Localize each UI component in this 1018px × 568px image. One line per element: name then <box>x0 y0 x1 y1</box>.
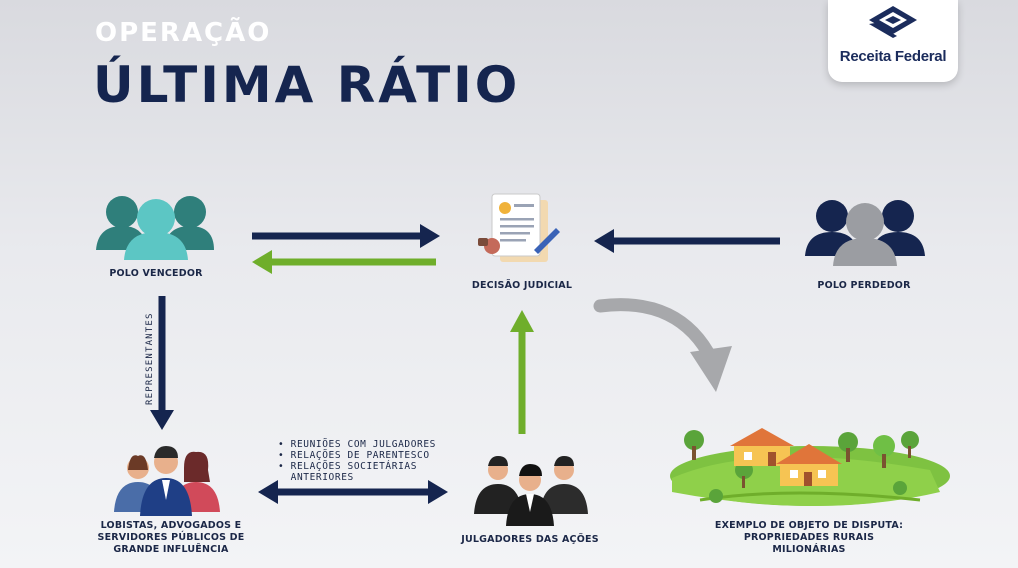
arrow-vencedor-to-decisao <box>252 224 440 248</box>
lobistas-label-line: GRANDE INFLUÊNCIA <box>113 544 229 555</box>
polo-perdedor-people-icon <box>805 200 925 266</box>
arrow-decisao-to-vencedor <box>252 250 436 274</box>
lobistas-label: LOBISTAS, ADVOGADOS E SERVIDORES PÚBLICO… <box>88 520 254 556</box>
relations-list-item: ANTERIORES <box>278 472 354 483</box>
julgadores-label: JULGADORES DAS AÇÕES <box>461 534 599 545</box>
polo-vencedor-people-icon <box>96 196 214 260</box>
exemplo-label-line: EXEMPLO DE OBJETO DE DISPUTA: <box>714 520 904 531</box>
rural-property-landscape-icon <box>670 428 950 506</box>
relations-list: • REUNIÕES COM JULGADORES • RELAÇÕES DE … <box>278 439 436 483</box>
receita-federal-emblem-icon <box>869 6 917 38</box>
relations-list-item: • RELAÇÕES SOCIETÁRIAS <box>278 461 418 472</box>
polo-vencedor-label: POLO VENCEDOR <box>109 268 203 279</box>
lobistas-label-line: LOBISTAS, ADVOGADOS E <box>100 520 242 531</box>
operation-title: ÚLTIMA RÁTIO <box>93 56 521 114</box>
logo-text: Receita Federal <box>839 48 947 65</box>
exemplo-label-line: MILIONÁRIAS <box>772 544 846 555</box>
lobistas-group-icon <box>114 446 220 516</box>
arrow-lobistas-julgadores <box>258 480 448 504</box>
representantes-label: REPRESENTANTES <box>145 312 155 405</box>
arrow-decisao-to-exemplo <box>593 298 732 392</box>
exemplo-label-line: PROPRIEDADES RURAIS <box>743 532 875 543</box>
receita-federal-logo: Receita Federal <box>828 0 958 82</box>
decisao-judicial-label: DECISÃO JUDICIAL <box>471 280 573 291</box>
polo-perdedor-label: POLO PERDEDOR <box>817 280 911 291</box>
operation-subtitle: OPERAÇÃO <box>95 18 272 48</box>
decisao-document-icon <box>478 193 560 262</box>
relations-list-item: • RELAÇÕES DE PARENTESCO <box>278 450 430 461</box>
arrow-vencedor-to-lobistas <box>150 296 174 430</box>
exemplo-label: EXEMPLO DE OBJETO DE DISPUTA: PROPRIEDAD… <box>700 520 918 556</box>
arrow-julgadores-to-decisao <box>510 310 534 434</box>
lobistas-label-line: SERVIDORES PÚBLICOS DE <box>97 532 245 543</box>
julgadores-group-icon <box>474 456 588 526</box>
arrow-perdedor-to-decisao <box>594 229 780 253</box>
relations-list-item: • REUNIÕES COM JULGADORES <box>278 439 436 450</box>
